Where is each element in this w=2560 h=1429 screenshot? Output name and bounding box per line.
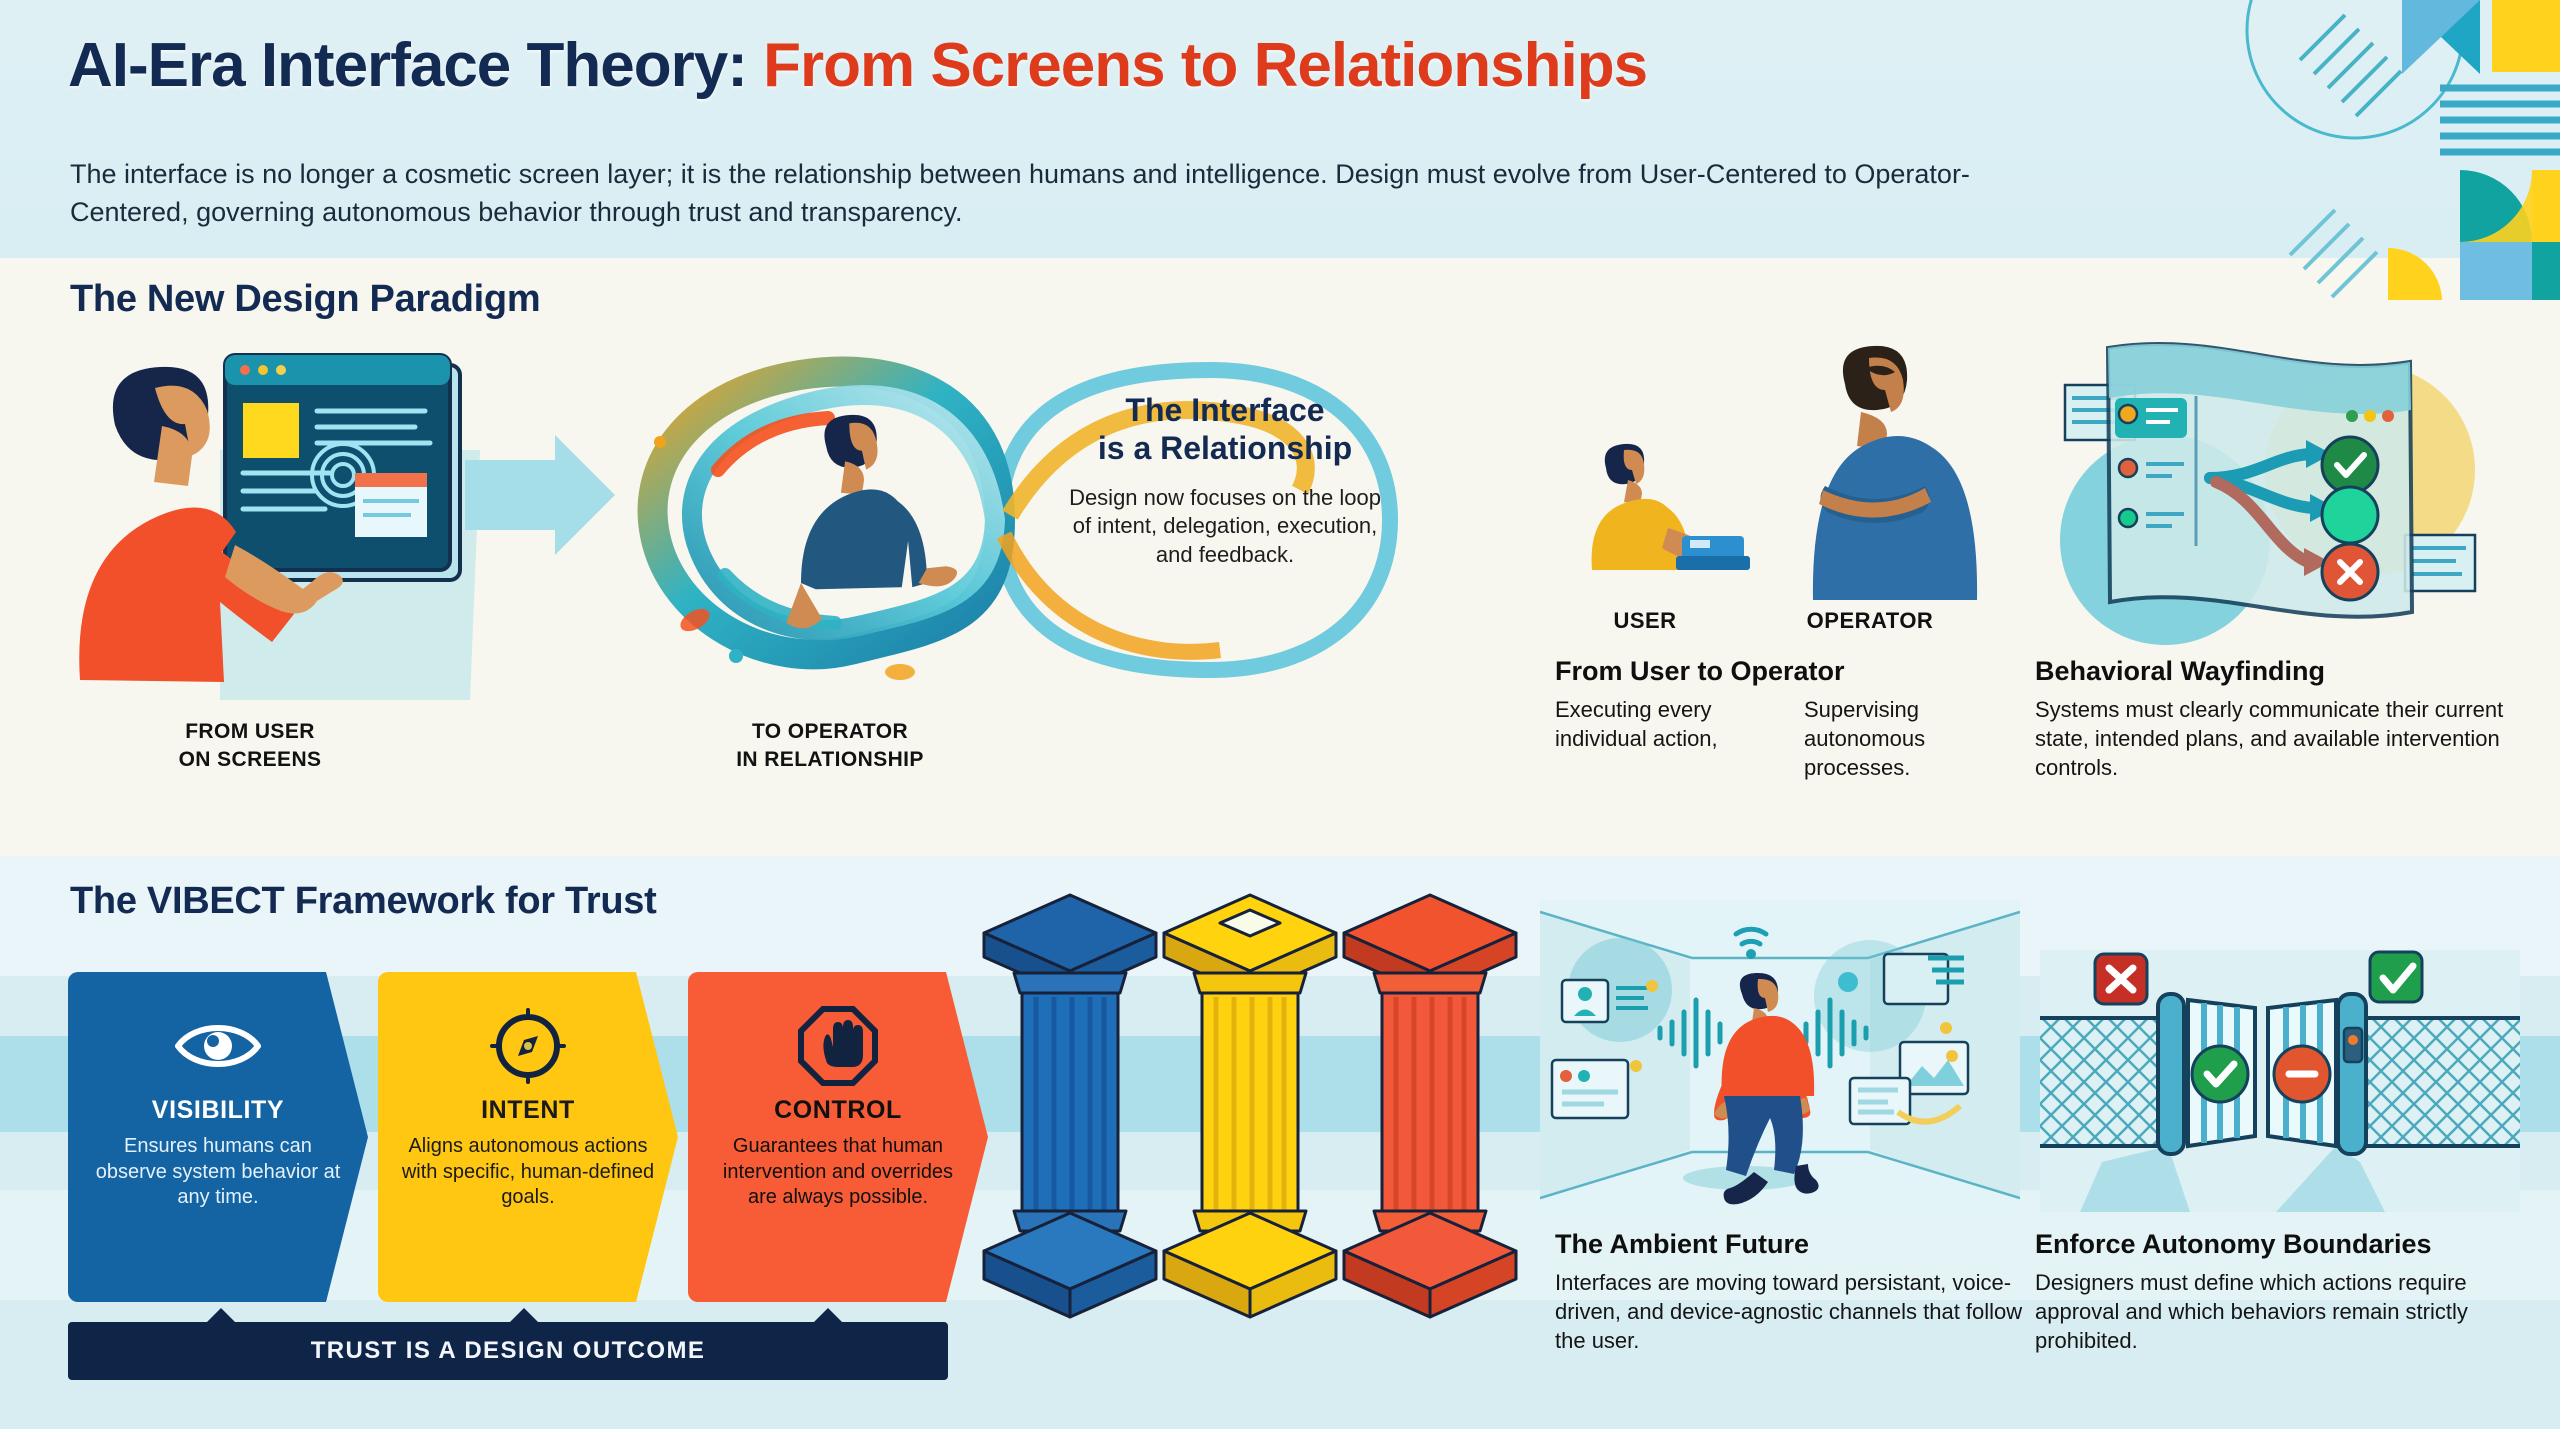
trust-outcome-banner: TRUST IS A DESIGN OUTCOME — [68, 1322, 948, 1380]
block-body-boundaries: Designers must define which actions requ… — [2035, 1270, 2468, 1354]
section-heading-paradigm: The New Design Paradigm — [70, 278, 541, 320]
loop-card-title-line2: is a Relationship — [1097, 429, 1353, 466]
page-title-accent: From Screens to Relationships — [763, 31, 1648, 100]
section-heading-vibect: The VIBECT Framework for Trust — [70, 880, 657, 922]
block-title-user-to-operator: From User to Operator — [1555, 656, 1845, 686]
block-title-ambient-future: The Ambient Future — [1555, 1229, 1809, 1259]
vibect-card-control[interactable]: CONTROL Guarantees that human interventi… — [688, 972, 988, 1302]
block-body-wayfinding: Systems must clearly communicate their c… — [2035, 697, 2504, 781]
label-from-user-line2: ON SCREENS — [178, 747, 322, 771]
vibect-title-intent: INTENT — [481, 1096, 575, 1124]
vibect-body-visibility: Ensures humans can observe system behavi… — [95, 1135, 341, 1209]
caption-operator: OPERATOR — [1806, 608, 1934, 633]
user-on-screen-illustration — [79, 353, 615, 700]
banner-notch-1 — [205, 1308, 237, 1324]
autonomy-boundaries-illustration — [2040, 950, 2520, 1212]
block-from-user-to-operator: From User to Operator Executing every in… — [1555, 655, 2025, 782]
vibect-body-intent: Aligns autonomous actions with specific,… — [401, 1135, 655, 1209]
block-body-user-column: Executing every individual action, — [1555, 697, 1718, 752]
banner-notch-2 — [508, 1308, 540, 1324]
infinity-relationship-illustration — [637, 356, 1399, 680]
vibect-title-visibility: VISIBILITY — [151, 1096, 285, 1124]
block-behavioral-wayfinding: Behavioral Wayfinding Systems must clear… — [2035, 655, 2535, 782]
page-title-main: AI-Era Interface Theory: — [68, 31, 748, 100]
loop-card-body: Design now focuses on the loop of intent… — [1069, 484, 1381, 567]
vibect-card-visibility[interactable]: VISIBILITY Ensures humans can observe sy… — [68, 972, 368, 1302]
decorative-geometry — [2245, 0, 2560, 300]
page-title: AI-Era Interface Theory: From Screens to… — [68, 30, 1648, 101]
block-body-operator-column: Supervising autonomous processes. — [1804, 697, 1926, 781]
label-to-operator-line1: TO OPERATOR — [751, 720, 909, 743]
vibect-card-intent[interactable]: INTENT Aligns autonomous actions with sp… — [378, 972, 678, 1302]
vibect-body-control: Guarantees that human intervention and o… — [722, 1135, 954, 1209]
caption-user: USER — [1613, 608, 1677, 633]
behavioral-wayfinding-illustration — [2060, 342, 2477, 645]
interface-relationship-card: The Interface is a Relationship Design n… — [1060, 392, 1390, 569]
label-from-user-line1: FROM USER — [185, 720, 315, 743]
block-title-boundaries: Enforce Autonomy Boundaries — [2035, 1229, 2432, 1259]
page-subtitle: The interface is no longer a cosmetic sc… — [70, 159, 1970, 228]
vibect-title-control: CONTROL — [774, 1096, 902, 1124]
eye-icon — [90, 998, 346, 1094]
user-operator-illustration — [1591, 345, 1978, 600]
trust-pillars-illustration — [982, 893, 1518, 1319]
block-body-ambient-future: Interfaces are moving toward persistant,… — [1555, 1270, 2023, 1354]
stop-hand-icon — [710, 998, 966, 1094]
block-ambient-future: The Ambient Future Interfaces are moving… — [1555, 1228, 2025, 1355]
label-to-operator-in-relationship: TO OPERATOR IN RELATIONSHIP — [650, 718, 1010, 773]
loop-card-title-line1: The Interface — [1125, 392, 1325, 428]
block-enforce-autonomy-boundaries: Enforce Autonomy Boundaries Designers mu… — [2035, 1228, 2535, 1355]
block-title-wayfinding: Behavioral Wayfinding — [2035, 656, 2326, 686]
label-to-operator-line2: IN RELATIONSHIP — [736, 747, 924, 771]
header-band — [0, 0, 2560, 258]
ambient-future-illustration — [1540, 900, 2020, 1210]
banner-notch-3 — [812, 1308, 844, 1324]
compass-icon — [400, 998, 656, 1094]
label-from-user-on-screens: FROM USER ON SCREENS — [100, 718, 400, 773]
